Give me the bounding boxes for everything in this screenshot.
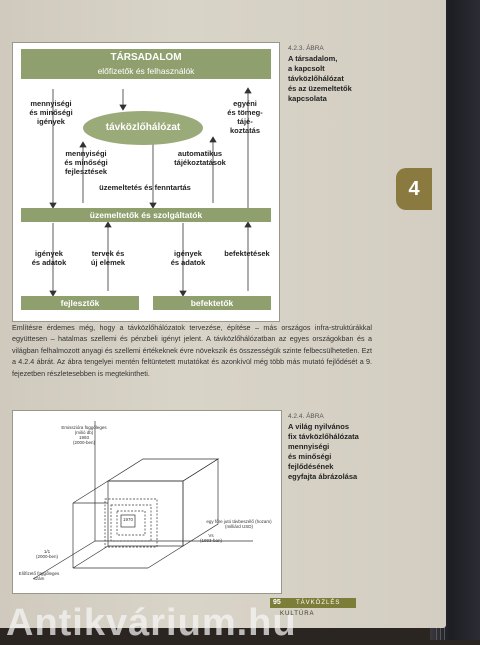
society-bar: TÁRSADALOM előfizetők és felhasználók [21,49,271,79]
footer-title: TÁVKÖZLÉS [296,600,341,606]
axis-left-label: 1/1 (2000-ben) [35,549,58,559]
society-subtitle: előfizetők és felhasználók [97,66,195,76]
label-auto-info: automatikus tájékoztatások [174,149,226,167]
figure1-arrows [49,87,252,297]
figure2-cube [32,421,253,580]
figure2-caption: 4.2.4. ÁBRA A világ nyilvános fix távköz… [288,412,388,482]
investors-bar: befektetők [153,296,271,310]
label-b2: tervek és új elemek [90,249,126,267]
chapter-tab: 4 [396,168,432,210]
label-demands: mennyiségi és minőségi igények [29,99,73,126]
axis-right-label: egy főre jutó távbeszélő (hozam) (milliá… [206,519,272,529]
label-information: egyéni és tömeg- tájé- koztatás [227,99,263,135]
footer-subtitle: KULTÚRA [280,611,315,617]
label-b4: befektetések [224,249,270,258]
figure1-caption-text: A társadalom, a kapcsolt távközlőhálózat… [288,54,352,103]
network-ellipse: távközlőhálózat [83,111,203,145]
book-page: TÁRSADALOM előfizetők és felhasználók tá… [0,0,446,628]
figure2-number: 4.2.4. ÁBRA [288,413,324,420]
developers-bar: fejlesztők [21,296,139,310]
figure1-number: 4.2.3. ÁBRA [288,45,324,52]
label-developments: mennyiségi és minőségi fejlesztések [64,149,108,176]
body-paragraph: Említésre érdemes még, hogy a távközlőhá… [12,323,372,378]
society-title: TÁRSADALOM [110,52,182,63]
operators-bar: üzemeltetők és szolgáltatók [21,208,271,222]
axis-bottom-left-label: Előfizető függőleges szám [18,571,60,581]
axis-right-sub: Vs (1993-ban) [199,533,222,543]
watermark-text: Antikvárium.hu [6,602,297,644]
footer-bar [270,598,356,608]
figure-network-growth-cube: Emisszióra függőleges (milió db) 1993 (2… [12,410,282,594]
label-b1: igények és adatok [31,249,67,267]
figure2-caption-text: A világ nyilvános fix távközlőhálózata m… [288,422,359,481]
page-number: 95 [273,599,281,606]
label-b3: igények és adatok [170,249,206,267]
axis-top-label: Emisszióra függőleges (milió db) 1993 (2… [61,425,107,445]
label-maintenance: üzemeltetés és fenntartás [99,183,191,192]
figure-society-network: TÁRSADALOM előfizetők és felhasználók tá… [12,42,280,322]
inner-cube-label: 1970 [122,517,133,522]
figure1-caption: 4.2.3. ÁBRA A társadalom, a kapcsolt táv… [288,44,384,104]
